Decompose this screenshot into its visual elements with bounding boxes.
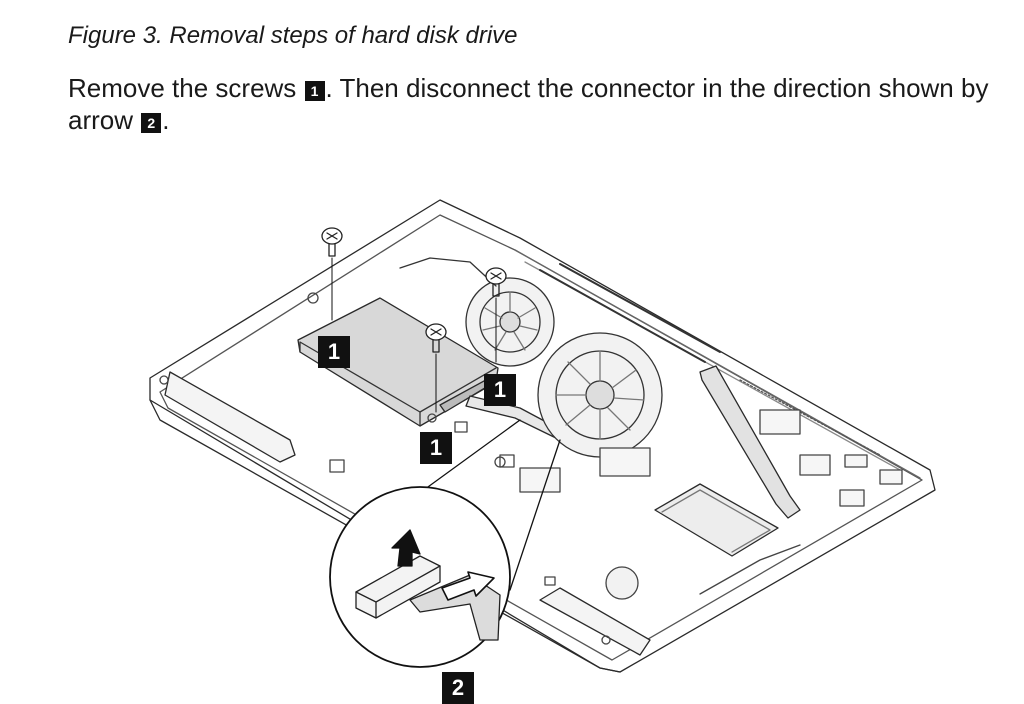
- antenna-wire: [399, 257, 497, 287]
- instruction-part-3: .: [162, 105, 170, 135]
- instruction-part-2: . Then disconnect the connector in the d…: [68, 73, 989, 135]
- screw-callout-2: 1: [484, 374, 516, 406]
- screw-icon: [425, 323, 447, 413]
- lift-arrow-icon: [391, 529, 421, 567]
- connector-callout-2: 2: [442, 672, 474, 704]
- screw-icon: [321, 227, 343, 321]
- step-badge-2: 2: [141, 113, 162, 133]
- connector-detail-magnifier: [329, 486, 511, 668]
- screw-callout-1: 1: [318, 336, 350, 368]
- left-speaker: [164, 371, 296, 463]
- laptop-base-drawing: [149, 199, 936, 673]
- screw-callout-3: 1: [420, 432, 452, 464]
- cooling-fans: [465, 277, 663, 458]
- screw-icon: [485, 267, 507, 363]
- connector-body: [355, 555, 441, 619]
- instruction-text: Remove the screws 1. Then disconnect the…: [68, 72, 998, 136]
- memory-module: [654, 483, 779, 557]
- board-components: [159, 292, 903, 645]
- heat-pipe: [699, 365, 801, 519]
- instruction-part-1: Remove the screws: [68, 73, 304, 103]
- pull-arrow-icon: [441, 571, 495, 601]
- step-badge-1: 1: [304, 81, 325, 101]
- hdd-removal-illustration: 1 1 1 2: [0, 150, 1024, 704]
- figure-caption: Figure 3. Removal steps of hard disk dri…: [68, 22, 518, 49]
